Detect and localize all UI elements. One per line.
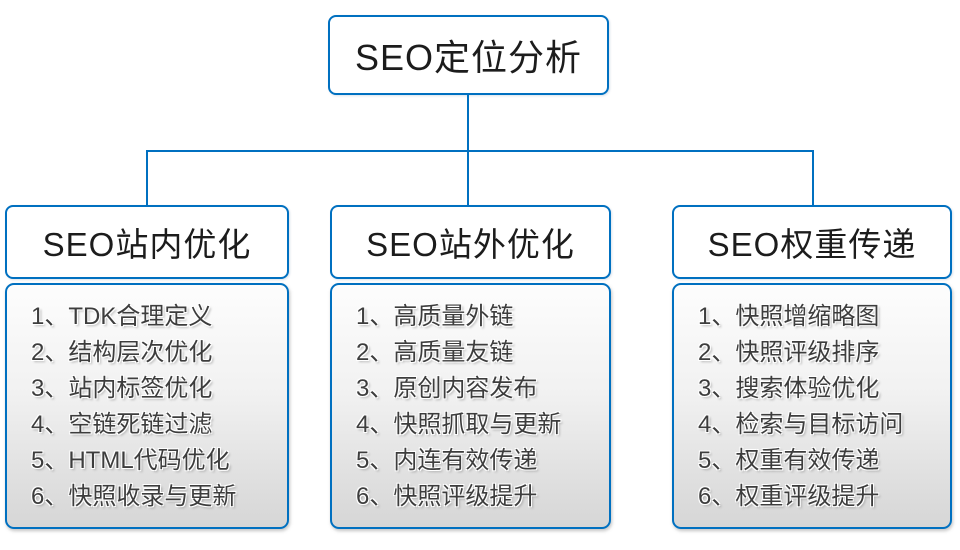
root-node-title: SEO定位分析	[354, 37, 583, 78]
list-item: 5、内连有效传递	[356, 447, 538, 474]
connector-bus	[146, 150, 814, 152]
branch-title: SEO站外优化	[366, 226, 575, 263]
branch-title: SEO站内优化	[42, 226, 252, 263]
list-item: 1、TDK合理定义	[31, 303, 213, 330]
connector-root-stub	[467, 95, 469, 151]
list-item: 3、站内标签优化	[31, 375, 213, 402]
branch-list-offsite: 1、高质量外链 2、高质量友链 3、原创内容发布 4、快照抓取与更新 5、内连有…	[330, 283, 611, 529]
branch-header-weight: SEO权重传递	[672, 205, 952, 279]
list-item: 4、快照抓取与更新	[356, 411, 562, 438]
branch-list-weight: 1、快照增缩略图 2、快照评级排序 3、搜索体验优化 4、检索与目标访问 5、权…	[672, 283, 952, 529]
root-node-seo-positioning: SEO定位分析	[328, 15, 609, 95]
list-item: 2、高质量友链	[356, 339, 514, 366]
list-item: 5、HTML代码优化	[31, 447, 230, 474]
list-item: 2、快照评级排序	[698, 339, 880, 366]
connector-drop-center	[467, 151, 469, 205]
branch-list-onsite: 1、TDK合理定义 2、结构层次优化 3、站内标签优化 4、空链死链过滤 5、H…	[5, 283, 289, 529]
branch-header-offsite: SEO站外优化	[330, 205, 611, 279]
branch-header-onsite: SEO站内优化	[5, 205, 289, 279]
list-item: 5、权重有效传递	[698, 447, 880, 474]
list-item: 6、快照收录与更新	[31, 483, 237, 510]
list-item: 6、快照评级提升	[356, 483, 538, 510]
list-item: 3、搜索体验优化	[698, 375, 880, 402]
list-item: 1、快照增缩略图	[698, 303, 880, 330]
list-item: 4、检索与目标访问	[698, 411, 904, 438]
connector-drop-right	[812, 151, 814, 205]
list-item: 1、高质量外链	[356, 303, 514, 330]
branch-title: SEO权重传递	[707, 226, 917, 263]
list-item: 3、原创内容发布	[356, 375, 538, 402]
list-item: 4、空链死链过滤	[31, 411, 213, 438]
connector-drop-left	[146, 151, 148, 205]
list-item: 6、权重评级提升	[698, 483, 880, 510]
list-item: 2、结构层次优化	[31, 339, 213, 366]
